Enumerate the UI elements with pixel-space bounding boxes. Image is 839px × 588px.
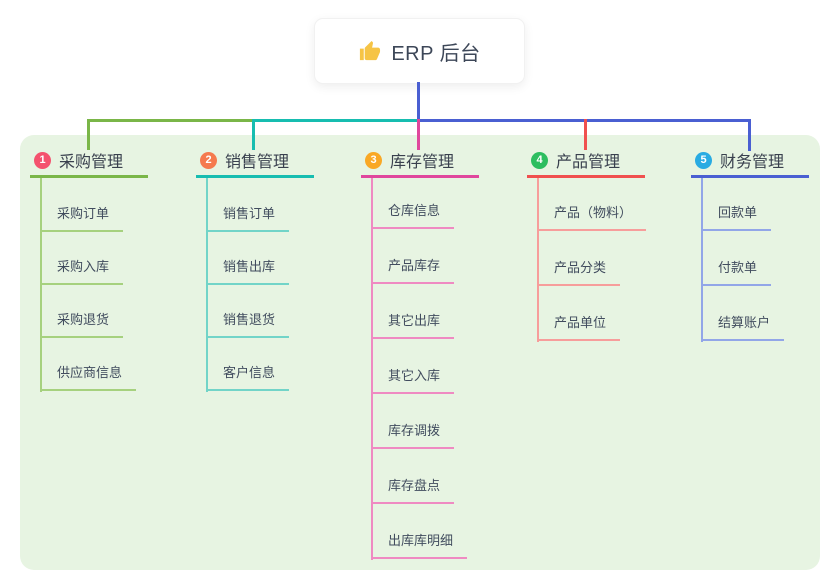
item-row: 采购退货 xyxy=(40,285,240,338)
branch-items-inventory: 仓库信息 产品库存 其它出库 其它入库 库存调拨 库存盘点 出库库明细 xyxy=(371,178,571,559)
mindmap-item[interactable]: 产品单位 xyxy=(537,312,621,341)
branch-badge-5: 5 xyxy=(695,151,712,169)
item-row: 产品分类 xyxy=(537,231,737,286)
branch-trunk-finance xyxy=(701,178,703,342)
mindmap-item[interactable]: 销售退货 xyxy=(206,309,290,338)
mindmap-item[interactable]: 结算账户 xyxy=(701,312,785,341)
branch-badge-4: 4 xyxy=(531,151,548,169)
branch-items-product: 产品（物料） 产品分类 产品单位 xyxy=(537,178,737,341)
root-node-erp[interactable]: ERP 后台 xyxy=(314,18,525,84)
root-connector-line xyxy=(417,82,420,121)
mindmap-item[interactable]: 出库库明细 xyxy=(371,530,468,559)
mindmap-item[interactable]: 产品分类 xyxy=(537,257,621,286)
mindmap-item[interactable]: 产品（物料） xyxy=(537,202,647,231)
mindmap-item[interactable]: 供应商信息 xyxy=(40,362,137,391)
branch-trunk-product xyxy=(537,178,539,342)
branch-drop-inventory xyxy=(417,119,420,150)
item-row: 销售退货 xyxy=(206,285,406,338)
mindmap-item[interactable]: 产品库存 xyxy=(371,255,455,284)
branch-trunk-purchase xyxy=(40,178,42,392)
branch-label: 产品管理 xyxy=(556,154,621,171)
thumbs-up-icon xyxy=(360,40,381,60)
branch-node-product[interactable]: 4 产品管理 xyxy=(527,145,645,178)
bus-segment-sales xyxy=(254,119,419,122)
branch-drop-sales xyxy=(252,119,255,150)
branch-badge-2: 2 xyxy=(200,151,217,169)
branch-items-finance: 回款单 付款单 结算账户 xyxy=(701,178,839,341)
mindmap-item[interactable]: 客户信息 xyxy=(206,362,290,391)
branch-label: 财务管理 xyxy=(720,154,785,171)
item-row: 库存盘点 xyxy=(371,449,571,504)
branch-drop-finance xyxy=(748,119,751,151)
mindmap-item[interactable]: 回款单 xyxy=(701,202,772,231)
branch-items-purchase: 采购订单 采购入库 采购退货 供应商信息 xyxy=(40,178,240,391)
mindmap-item[interactable]: 销售订单 xyxy=(206,203,290,232)
item-row: 其它入库 xyxy=(371,339,571,394)
item-row: 回款单 xyxy=(701,178,839,231)
branch-trunk-inventory xyxy=(371,178,373,560)
branch-node-sales[interactable]: 2 销售管理 xyxy=(196,145,314,178)
mindmap-item[interactable]: 付款单 xyxy=(701,257,772,286)
root-node-label: ERP 后台 xyxy=(391,42,481,65)
item-row: 采购入库 xyxy=(40,232,240,285)
branch-label: 销售管理 xyxy=(225,154,290,171)
branch-drop-product xyxy=(584,119,587,150)
mindmap-item[interactable]: 库存盘点 xyxy=(371,475,455,504)
mindmap-item[interactable]: 采购订单 xyxy=(40,203,124,232)
branch-label: 库存管理 xyxy=(390,154,455,171)
mindmap-item[interactable]: 销售出库 xyxy=(206,256,290,285)
mindmap-item[interactable]: 其它出库 xyxy=(371,310,455,339)
mindmap-item[interactable]: 库存调拨 xyxy=(371,420,455,449)
mindmap-item[interactable]: 其它入库 xyxy=(371,365,455,394)
item-row: 销售出库 xyxy=(206,232,406,285)
branch-badge-1: 1 xyxy=(34,151,51,169)
bus-segment-purchase xyxy=(87,119,254,122)
item-row: 付款单 xyxy=(701,231,839,286)
item-row: 仓库信息 xyxy=(371,178,571,229)
item-row: 供应商信息 xyxy=(40,338,240,391)
branch-node-finance[interactable]: 5 财务管理 xyxy=(691,145,809,178)
mindmap-canvas xyxy=(20,135,820,570)
branch-items-sales: 销售订单 销售出库 销售退货 客户信息 xyxy=(206,178,406,391)
mindmap-item[interactable]: 仓库信息 xyxy=(371,200,455,229)
item-row: 销售订单 xyxy=(206,178,406,232)
item-row: 出库库明细 xyxy=(371,504,571,559)
item-row: 库存调拨 xyxy=(371,394,571,449)
branch-trunk-sales xyxy=(206,178,208,392)
item-row: 产品单位 xyxy=(537,286,737,341)
branch-node-inventory[interactable]: 3 库存管理 xyxy=(361,145,479,178)
mindmap-item[interactable]: 采购退货 xyxy=(40,309,124,338)
branch-node-purchase[interactable]: 1 采购管理 xyxy=(30,145,148,178)
item-row: 产品库存 xyxy=(371,229,571,284)
item-row: 其它出库 xyxy=(371,284,571,339)
branch-label: 采购管理 xyxy=(59,154,124,171)
item-row: 结算账户 xyxy=(701,286,839,341)
branch-drop-purchase xyxy=(87,119,90,150)
item-row: 产品（物料） xyxy=(537,178,737,231)
item-row: 采购订单 xyxy=(40,178,240,232)
mindmap-item[interactable]: 采购入库 xyxy=(40,256,124,285)
item-row: 客户信息 xyxy=(206,338,406,391)
branch-badge-3: 3 xyxy=(365,151,382,169)
